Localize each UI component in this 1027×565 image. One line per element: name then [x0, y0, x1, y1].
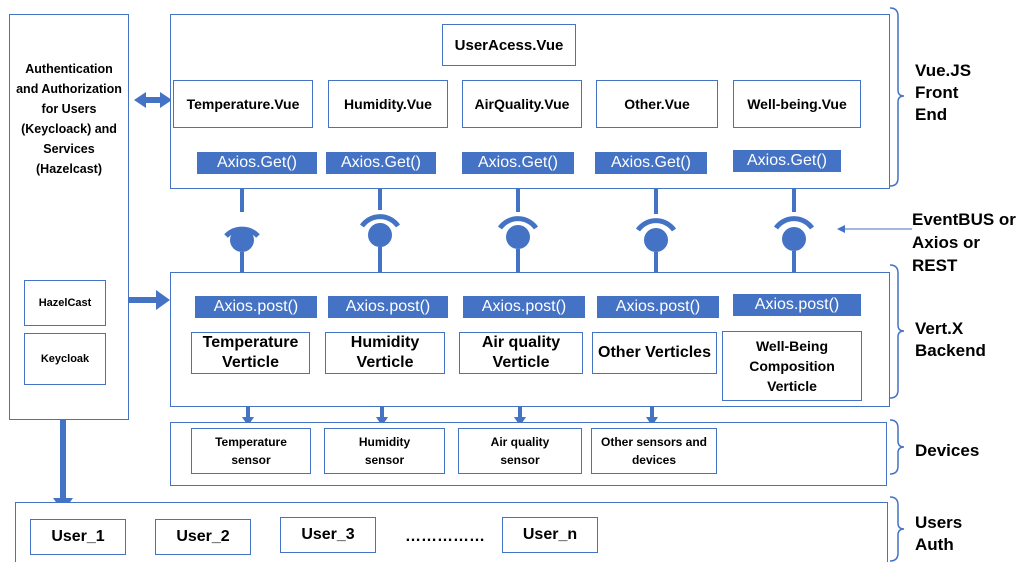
user-2: User_2	[155, 519, 251, 555]
bracket-frontend	[889, 7, 905, 187]
axios-get-air-quality: Axios.Get()	[462, 152, 574, 174]
keycloak-box: Keycloak	[24, 333, 106, 385]
axios-post-well-being: Axios.post()	[733, 294, 861, 316]
auth-panel-title: Authentication and Authorization for Use…	[16, 62, 122, 176]
other-verticles: Other Verticles	[592, 332, 717, 374]
auth-frontend-arrow	[134, 92, 172, 108]
axios-get-well-being: Axios.Get()	[733, 150, 841, 172]
air-quality-vue: AirQuality.Vue	[462, 80, 582, 128]
user-1: User_1	[30, 519, 126, 555]
axios-post-air-quality: Axios.post()	[463, 296, 585, 318]
label-users: Users Auth	[915, 513, 963, 554]
label-devices: Devices	[915, 441, 980, 460]
axios-get-temperature: Axios.Get()	[197, 152, 317, 174]
temperature-vue: Temperature.Vue	[173, 80, 313, 128]
air-quality-sensor: Air quality sensor	[458, 428, 582, 474]
bracket-backend	[889, 264, 905, 399]
users-ellipsis: ……………	[405, 528, 485, 545]
well-being-vue: Well-being.Vue	[733, 80, 861, 128]
humidity-vue: Humidity.Vue	[328, 80, 448, 128]
user-3: User_3	[280, 517, 376, 553]
label-bus: EventBUS or Axios or REST	[912, 210, 1016, 275]
bracket-users	[889, 496, 905, 562]
other-sensors-devices: Other sensors and devices	[591, 428, 717, 474]
axios-post-other: Axios.post()	[597, 296, 719, 318]
humidity-sensor: Humidity sensor	[324, 428, 445, 474]
axios-post-humidity: Axios.post()	[328, 296, 448, 318]
label-backend: Vert.X Backend	[915, 319, 986, 360]
humidity-verticle: Humidity Verticle	[325, 332, 445, 374]
well-being-composition-verticle: Well-Being Composition Verticle	[722, 331, 862, 401]
axios-get-other: Axios.Get()	[595, 152, 707, 174]
user-access-vue: UserAcess.Vue	[442, 24, 576, 66]
axios-get-humidity: Axios.Get()	[326, 152, 436, 174]
user-n: User_n	[502, 517, 598, 553]
axios-post-temperature: Axios.post()	[195, 296, 317, 318]
air-quality-verticle: Air quality Verticle	[459, 332, 583, 374]
temperature-verticle: Temperature Verticle	[191, 332, 310, 374]
temperature-sensor: Temperature sensor	[191, 428, 311, 474]
hazelcast-box: HazelCast	[24, 280, 106, 326]
label-frontend: Vue.JS Front End	[915, 61, 972, 124]
bracket-devices	[889, 419, 905, 475]
other-vue: Other.Vue	[596, 80, 718, 128]
